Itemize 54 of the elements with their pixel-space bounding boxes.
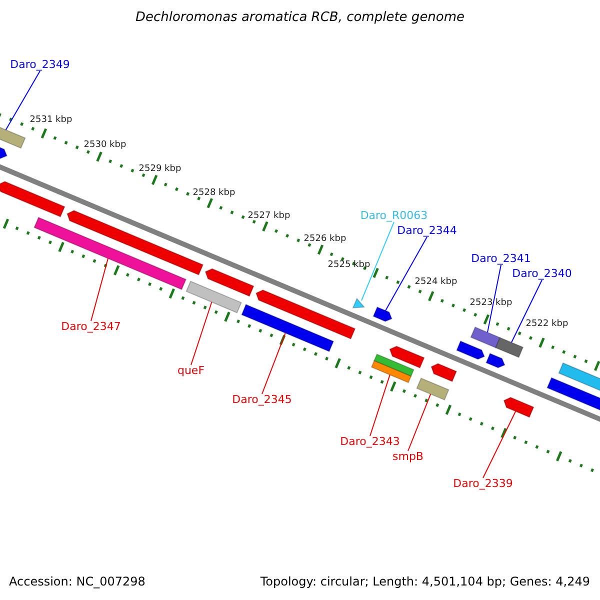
- accession-text: Accession: NC_007298: [9, 575, 146, 589]
- scale-label: 2527 kbp: [248, 212, 290, 222]
- gene-block: [389, 346, 425, 369]
- scale-label: 2525 kbp: [328, 261, 370, 271]
- scale-label: 2528 kbp: [192, 189, 236, 199]
- gene-block: [241, 304, 334, 352]
- gene-label: Daro_2344: [397, 224, 457, 238]
- gene-label: smpB: [392, 450, 424, 464]
- leader-line: [361, 222, 394, 301]
- gene-block: [352, 298, 366, 308]
- gene-block: [204, 268, 254, 297]
- leader-line: [5, 70, 40, 130]
- gene-block: [503, 396, 534, 418]
- gene-label: Daro_2345: [232, 394, 292, 406]
- leader-line: [487, 264, 502, 333]
- leader-line: [262, 332, 286, 394]
- genome-info: Topology: circular; Length: 4,501,104 bp; Genes: 4,249: [260, 575, 590, 589]
- leader-line: [370, 374, 390, 436]
- scale-label: 2523 kbp: [470, 299, 512, 309]
- gene-block: [0, 180, 66, 218]
- scale-label: 2524 kbp: [414, 278, 458, 288]
- gene-block: [470, 326, 501, 348]
- gene-block: [0, 145, 8, 160]
- gene-block: [416, 378, 450, 401]
- leader-line: [511, 280, 542, 343]
- gene-block: [372, 306, 392, 322]
- gene-label: Daro_2341: [471, 252, 531, 266]
- gene-block: [430, 363, 458, 382]
- gene-block: [456, 340, 486, 360]
- gene-block: [186, 280, 242, 314]
- gene-block: [34, 216, 187, 290]
- title: Dechloromonas aromatica RCB, complete genome: [135, 10, 465, 26]
- gene-label: Daro_2343: [340, 436, 400, 448]
- leader-line: [385, 236, 428, 312]
- scale-label: 2529 kbp: [138, 165, 182, 175]
- scale-label: 2530 kbp: [84, 141, 126, 151]
- leader-line: [482, 410, 516, 478]
- leader-line: [90, 258, 108, 322]
- leader-line: [408, 394, 432, 452]
- gene-label: queF: [177, 364, 205, 378]
- gene-label: Daro_2349: [10, 58, 70, 72]
- scale-label: 2526 kbp: [304, 235, 346, 245]
- gene-block: [486, 352, 506, 368]
- gene-block: [374, 354, 414, 377]
- gene-block: [495, 336, 524, 358]
- gene-block: [255, 289, 356, 340]
- scale-label: 2531 kbp: [30, 116, 72, 126]
- gene-label: Daro_2340: [512, 268, 572, 280]
- gene-block: [66, 210, 204, 276]
- gene-label: Daro_R0063: [360, 210, 428, 222]
- scale-label: 2522 kbp: [526, 320, 568, 330]
- gene-label: Daro_2339: [453, 478, 513, 490]
- leader-line: [190, 302, 212, 366]
- gene-label: Daro_2347: [61, 320, 121, 334]
